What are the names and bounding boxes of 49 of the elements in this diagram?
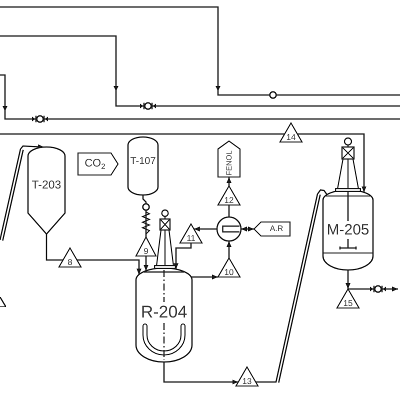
stream-number: 10 <box>224 268 234 276</box>
storage-tank <box>28 147 65 234</box>
jacketed-reactor <box>136 268 192 362</box>
pipe-line <box>142 195 147 237</box>
off-page-tag <box>254 222 290 236</box>
stream-number: 11 <box>186 234 196 242</box>
stream-number: 14 <box>286 132 296 142</box>
stream-number-triangle <box>236 367 258 386</box>
pipe-arrow <box>163 362 238 384</box>
stream-number: 15 <box>343 298 353 308</box>
mixing-tank <box>323 190 373 270</box>
pipe-arrow <box>346 270 350 289</box>
stream-number: 8 <box>68 258 72 266</box>
off-page-tag <box>78 153 118 175</box>
stream-number-triangle <box>218 186 240 205</box>
pipe-arrow <box>226 177 232 186</box>
stream-number: 12 <box>224 196 234 204</box>
pipe-line <box>228 205 230 217</box>
pipe-arrow <box>194 226 217 232</box>
vessel-label: T-203 <box>32 180 62 192</box>
stream-number-triangle <box>0 297 6 307</box>
heat-exchanger-symbol <box>217 217 241 241</box>
stream-number-triangle <box>337 289 359 308</box>
vessel-label: T-107 <box>130 157 156 167</box>
pipe-arrow <box>191 274 218 280</box>
stream-number: 13 <box>242 376 252 386</box>
stream-number-triangle <box>180 224 202 243</box>
stream-number-triangle <box>136 237 156 256</box>
pipe-line <box>0 133 285 135</box>
pipe-arrow <box>226 241 232 258</box>
pipe-arrow <box>241 226 254 232</box>
stream-number-triangle <box>280 123 302 142</box>
tag-label: CO$_{2}$ <box>84 158 106 170</box>
stream-number-triangle <box>218 258 240 277</box>
stream-number: 9 <box>144 246 148 256</box>
tag-label: A.R <box>270 225 284 233</box>
vessel-label: M-205 <box>326 222 370 238</box>
off-page-tag <box>218 141 240 177</box>
pipe-arrow <box>0 144 45 242</box>
pipe-line <box>255 189 328 384</box>
pipe-arrow <box>297 133 366 192</box>
pipe-arrow <box>174 243 192 270</box>
pipe-line <box>46 234 63 261</box>
vessel-label: R-204 <box>140 304 188 320</box>
pipe-arrow <box>348 286 398 292</box>
pipe-arrow <box>77 259 142 275</box>
vertical-vessel <box>128 137 158 195</box>
pipe-arrow <box>144 256 148 271</box>
stream-number-triangle <box>59 248 81 267</box>
